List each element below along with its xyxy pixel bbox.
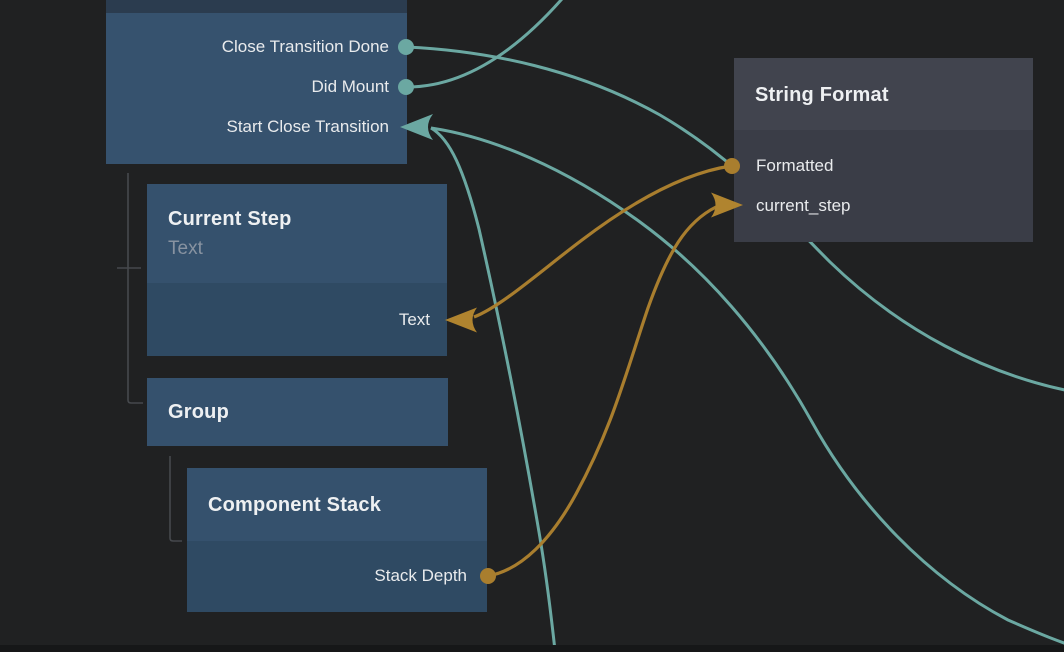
node-group-header: Group	[147, 378, 448, 446]
node-string-format[interactable]: String Format Formatted current_step	[734, 58, 1033, 242]
port-start-close-transition[interactable]: Start Close Transition	[226, 117, 389, 136]
node-component-stack-body: Stack Depth	[187, 541, 487, 612]
node-subtitle: Text	[168, 238, 203, 259]
node-title: Component Stack	[208, 494, 382, 516]
tree-connector-line	[169, 456, 182, 542]
port-current-step[interactable]: current_step	[756, 196, 851, 215]
node-string-format-header: String Format	[734, 58, 1033, 130]
node-group[interactable]: Group	[147, 378, 448, 446]
wire-formatted-to-text[interactable]	[473, 164, 732, 319]
node-lifecycle-header-strip	[106, 0, 407, 13]
node-title: Group	[168, 401, 229, 423]
node-lifecycle-body: Close Transition Done Did Mount Start Cl…	[106, 13, 407, 164]
tree-connector-line	[127, 173, 143, 404]
node-title: Current Step	[168, 208, 292, 230]
wire-did-mount[interactable]	[406, 0, 568, 89]
port-formatted[interactable]: Formatted	[756, 156, 834, 175]
node-component-stack-header: Component Stack	[187, 468, 487, 541]
arrowhead-text-input[interactable]	[445, 307, 477, 333]
canvas-bottom-edge	[0, 645, 1064, 652]
wire-stack-depth-to-current-step[interactable]	[487, 205, 717, 578]
port-close-transition-done[interactable]: Close Transition Done	[221, 37, 389, 56]
node-current-step-body: Text	[147, 283, 447, 356]
node-title: String Format	[755, 84, 889, 106]
port-did-mount[interactable]: Did Mount	[311, 77, 389, 96]
port-stack-depth[interactable]: Stack Depth	[374, 566, 467, 585]
node-current-step-header: Current Step Text	[147, 184, 447, 283]
node-component-stack[interactable]: Component Stack Stack Depth	[187, 468, 487, 612]
node-current-step[interactable]: Current Step Text Text	[147, 184, 447, 356]
node-string-format-body: Formatted current_step	[734, 130, 1033, 242]
port-text[interactable]: Text	[398, 310, 430, 329]
node-lifecycle[interactable]: Close Transition Done Did Mount Start Cl…	[106, 0, 407, 164]
